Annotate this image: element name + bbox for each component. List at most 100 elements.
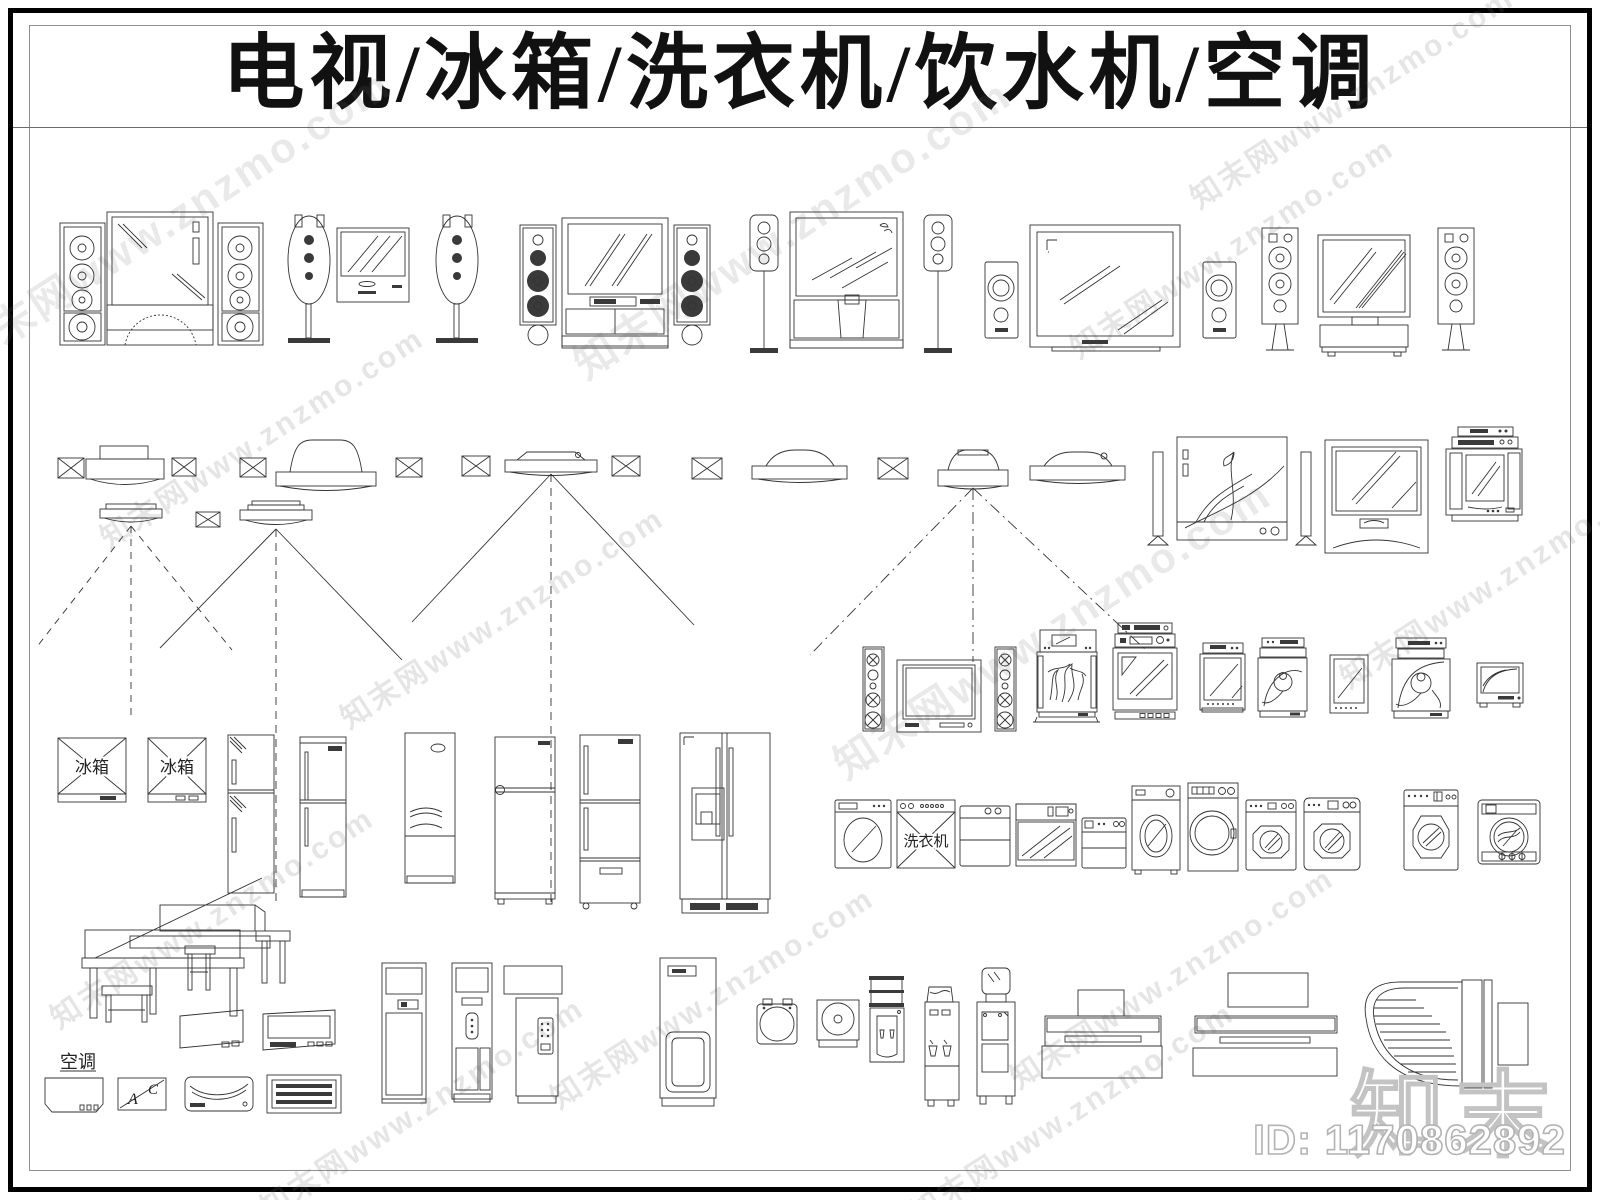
projection-cone-dashdot xyxy=(809,487,1149,662)
svg-text:洗衣机: 洗衣机 xyxy=(903,833,948,850)
desk-speaker xyxy=(984,261,1019,339)
svg-text:冰箱: 冰箱 xyxy=(75,758,109,777)
pole-speaker xyxy=(923,214,953,353)
pole-speaker xyxy=(749,214,779,353)
ceiling-speaker-box xyxy=(461,455,491,477)
sheet-id: ID: 1170862892 xyxy=(1252,1115,1566,1164)
tv-with-vcr-bird-art xyxy=(1391,637,1451,719)
ceiling-projector-dome xyxy=(275,439,377,491)
floor-standing-ac-remote xyxy=(503,965,563,1104)
ac-plan-symbol-letters: A C xyxy=(117,1077,167,1111)
ac-plan-symbol-labeled: 空调 xyxy=(44,1052,104,1113)
tv-with-dvd-artwork xyxy=(1033,629,1100,723)
grand-piano-plan xyxy=(1364,979,1529,1089)
svg-text:空调: 空调 xyxy=(60,1052,96,1072)
desk-speaker xyxy=(1202,261,1237,339)
flat-tv-small xyxy=(336,227,410,303)
small-tv xyxy=(1329,654,1369,714)
projection-cone-solid xyxy=(159,528,403,905)
svg-text:A: A xyxy=(127,1091,138,1108)
fridge-plan-symbol: 冰箱 xyxy=(57,737,127,803)
ceiling-speaker-box xyxy=(57,457,85,479)
floor-standing-ac xyxy=(381,962,427,1104)
tower-speaker-small xyxy=(994,646,1017,732)
crt-tv xyxy=(1324,439,1429,554)
hatch-pole-speaker xyxy=(1294,451,1318,546)
widescreen-tv xyxy=(1029,224,1181,352)
stand-speaker-right xyxy=(435,214,479,343)
top-freezer-fridge xyxy=(494,736,556,905)
side-by-side-fridge xyxy=(679,732,771,914)
hifi-stereo-system xyxy=(59,211,264,346)
front-load-washer-hex xyxy=(1403,789,1459,871)
ceiling-speaker-box xyxy=(195,511,221,528)
wall-split-ac xyxy=(179,1009,244,1049)
compact-washer xyxy=(1081,817,1127,869)
ceiling-speaker-disc xyxy=(1029,451,1126,484)
ceiling-speaker-box xyxy=(171,457,197,477)
water-dispenser-plan-dotted xyxy=(816,999,860,1048)
svg-text:C: C xyxy=(148,1082,159,1098)
ceiling-projector-dome-hatched xyxy=(937,449,1009,490)
tall-front-load-washer xyxy=(1131,785,1181,875)
front-load-washer-large xyxy=(1187,782,1239,872)
stand-speaker-left xyxy=(287,214,331,343)
floor-standing-ac xyxy=(451,962,493,1103)
tabletop-water-dispenser xyxy=(869,976,905,1063)
ceiling-speaker-disc xyxy=(751,449,848,483)
tower-speaker xyxy=(673,224,711,346)
tower-speaker-on-pole xyxy=(1437,227,1475,351)
bottom-freezer-fridge xyxy=(404,732,456,884)
single-door-fridge xyxy=(299,736,347,898)
ceiling-speaker-box xyxy=(691,457,723,480)
small-crt-tv xyxy=(1476,662,1524,708)
tv-on-cabinet xyxy=(1317,234,1411,357)
louver-ac xyxy=(266,1074,342,1114)
svg-text:冰箱: 冰箱 xyxy=(160,758,194,777)
tv-with-bird-art xyxy=(1257,637,1308,718)
title-separator xyxy=(13,127,1587,128)
front-load-washer-rounded xyxy=(1303,797,1361,871)
tower-speaker xyxy=(519,224,557,346)
hatch-pole-speaker xyxy=(1146,451,1170,546)
floor-standing-ac-tall xyxy=(659,957,717,1107)
washer-plan-symbol: 洗衣机 xyxy=(896,799,956,869)
projection-cone-solid xyxy=(411,473,695,908)
keyboard-piano-plan xyxy=(1041,989,1163,1079)
ceiling-speaker-box xyxy=(239,457,267,478)
three-door-fridge xyxy=(579,734,641,910)
ceiling-speaker-disc xyxy=(99,503,163,523)
tower-speaker-on-pole xyxy=(1261,227,1299,351)
page-title: 电视/冰箱/洗衣机/饮水机/空调 xyxy=(222,28,1378,119)
water-dispenser-plan xyxy=(756,998,798,1045)
grand-piano-side-view xyxy=(81,877,291,1023)
two-door-fridge xyxy=(227,734,275,894)
top-load-washer xyxy=(959,805,1011,867)
flat-tv-flower-art xyxy=(1176,436,1288,541)
outer-frame xyxy=(8,8,1592,1192)
crt-tv-with-speaker-base xyxy=(561,217,669,349)
crt-tv-front xyxy=(896,659,982,733)
ceiling-speaker-box xyxy=(395,457,423,478)
tower-speaker-small xyxy=(862,646,885,732)
tv-with-receiver-stack xyxy=(1112,622,1178,720)
ceiling-speaker-box xyxy=(611,455,641,477)
upright-piano-plan xyxy=(1192,972,1338,1077)
inner-frame xyxy=(29,25,1571,1171)
tv-with-vcr-decks xyxy=(1445,426,1523,522)
floor-water-dispenser-bottled xyxy=(976,967,1016,1105)
fridge-plan-symbol: 冰箱 xyxy=(147,737,207,803)
projection-cone-dashed xyxy=(35,525,233,716)
washer-plan-round xyxy=(1477,799,1541,865)
ceiling-flat-projector xyxy=(504,451,598,476)
wall-split-ac-hatched xyxy=(262,1009,336,1051)
projection-tv xyxy=(789,211,904,349)
small-tv-with-dvd xyxy=(1199,642,1246,713)
site-logo: 知末 xyxy=(1349,1062,1563,1169)
ceiling-projector-unit xyxy=(85,445,165,485)
washer-with-control-panel xyxy=(1015,803,1077,867)
ceiling-speaker-box xyxy=(877,457,909,480)
wall-split-ac-swoosh xyxy=(184,1076,254,1112)
